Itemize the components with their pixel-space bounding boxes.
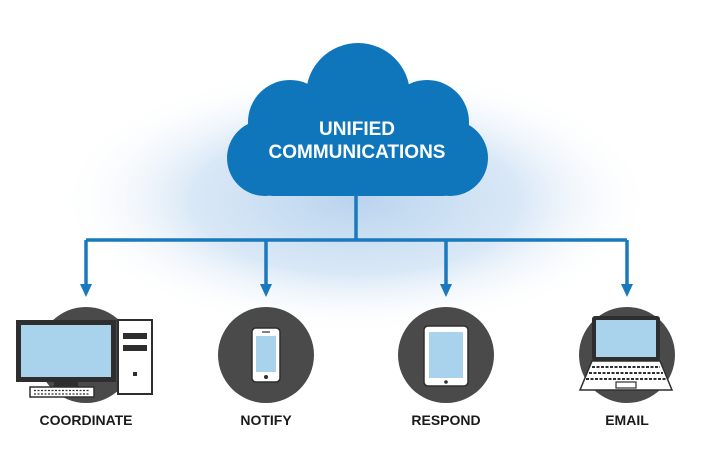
node-label-respond: RESPOND	[411, 412, 480, 428]
connector-lines	[84, 195, 629, 287]
connector-arrowheads	[80, 284, 633, 297]
cloud-shape	[227, 43, 488, 196]
arrow-coordinate	[80, 284, 92, 297]
tablet-icon	[423, 325, 469, 387]
node-label-notify: NOTIFY	[240, 412, 292, 428]
node-label-coordinate: COORDINATE	[39, 412, 132, 428]
cloud-title-line-1: UNIFIED	[319, 119, 395, 140]
laptop-icon	[578, 316, 674, 391]
cloud-title-line-2: COMMUNICATIONS	[269, 142, 446, 163]
node-label-email: EMAIL	[605, 412, 649, 428]
desktop-computer-icon	[16, 319, 153, 398]
smartphone-icon	[251, 327, 281, 383]
arrow-email	[621, 284, 633, 297]
arrow-respond	[440, 284, 452, 297]
arrow-notify	[260, 284, 272, 297]
